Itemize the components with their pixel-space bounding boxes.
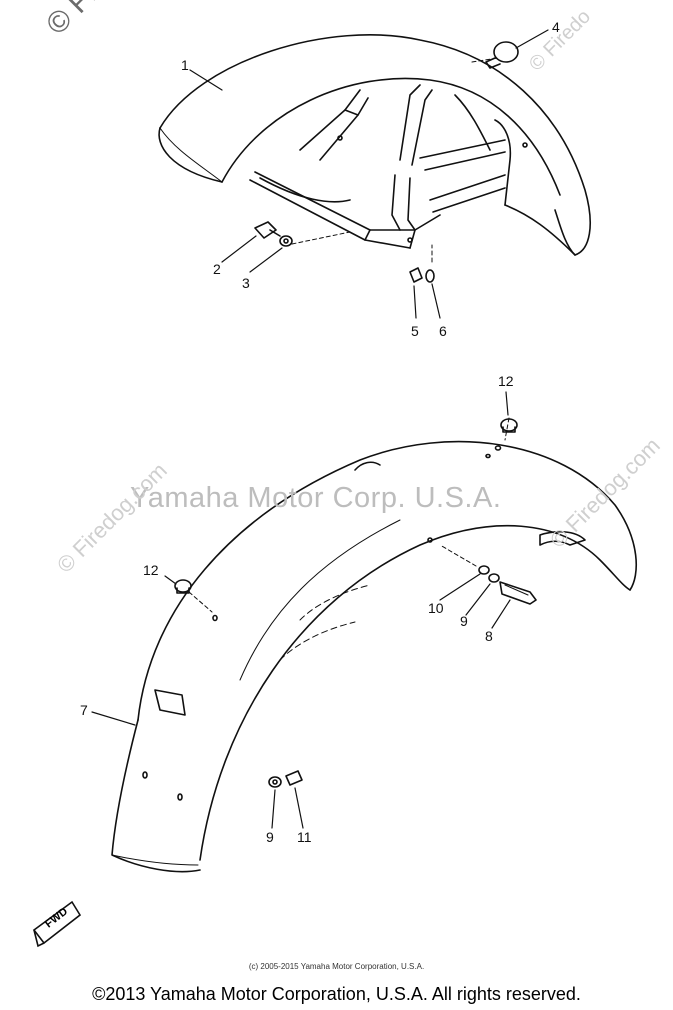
part-3-washer [279, 235, 293, 247]
callout-9-top: 9 [460, 613, 468, 629]
fwd-arrow-icon [32, 900, 82, 948]
copyright-main: ©2013 Yamaha Motor Corporation, U.S.A. A… [92, 984, 581, 1004]
callout-1: 1 [181, 57, 189, 73]
part-6-washer [425, 269, 435, 283]
part-5-nut [409, 267, 423, 283]
part-9-washer-top [488, 573, 500, 583]
part-11-bolt [285, 770, 303, 786]
callout-11: 11 [297, 829, 312, 845]
part-12-grommet-left [174, 579, 192, 594]
part-9-washer-bottom [268, 776, 282, 788]
callout-10: 10 [428, 600, 444, 616]
callout-2: 2 [213, 261, 221, 277]
callout-4: 4 [552, 19, 560, 35]
front-fender [158, 34, 591, 256]
callout-8: 8 [485, 628, 493, 644]
part-10-washer [478, 565, 490, 575]
part-12-grommet-top [500, 418, 518, 433]
callout-6: 6 [439, 323, 447, 339]
watermark-center: Yamaha Motor Corp. U.S.A. [130, 482, 502, 514]
copyright-small: (c) 2005-2015 Yamaha Motor Corporation, … [248, 962, 425, 971]
part-2-bolt [254, 221, 281, 239]
callout-5: 5 [411, 323, 419, 339]
callout-12-top: 12 [498, 373, 514, 389]
rear-fender [111, 440, 638, 873]
callout-7: 7 [80, 702, 88, 718]
part-8-bolt [499, 581, 537, 605]
callout-12-left: 12 [143, 562, 159, 578]
callout-3: 3 [242, 275, 250, 291]
part-4-grommet [485, 41, 519, 69]
callout-9-bottom: 9 [266, 829, 274, 845]
